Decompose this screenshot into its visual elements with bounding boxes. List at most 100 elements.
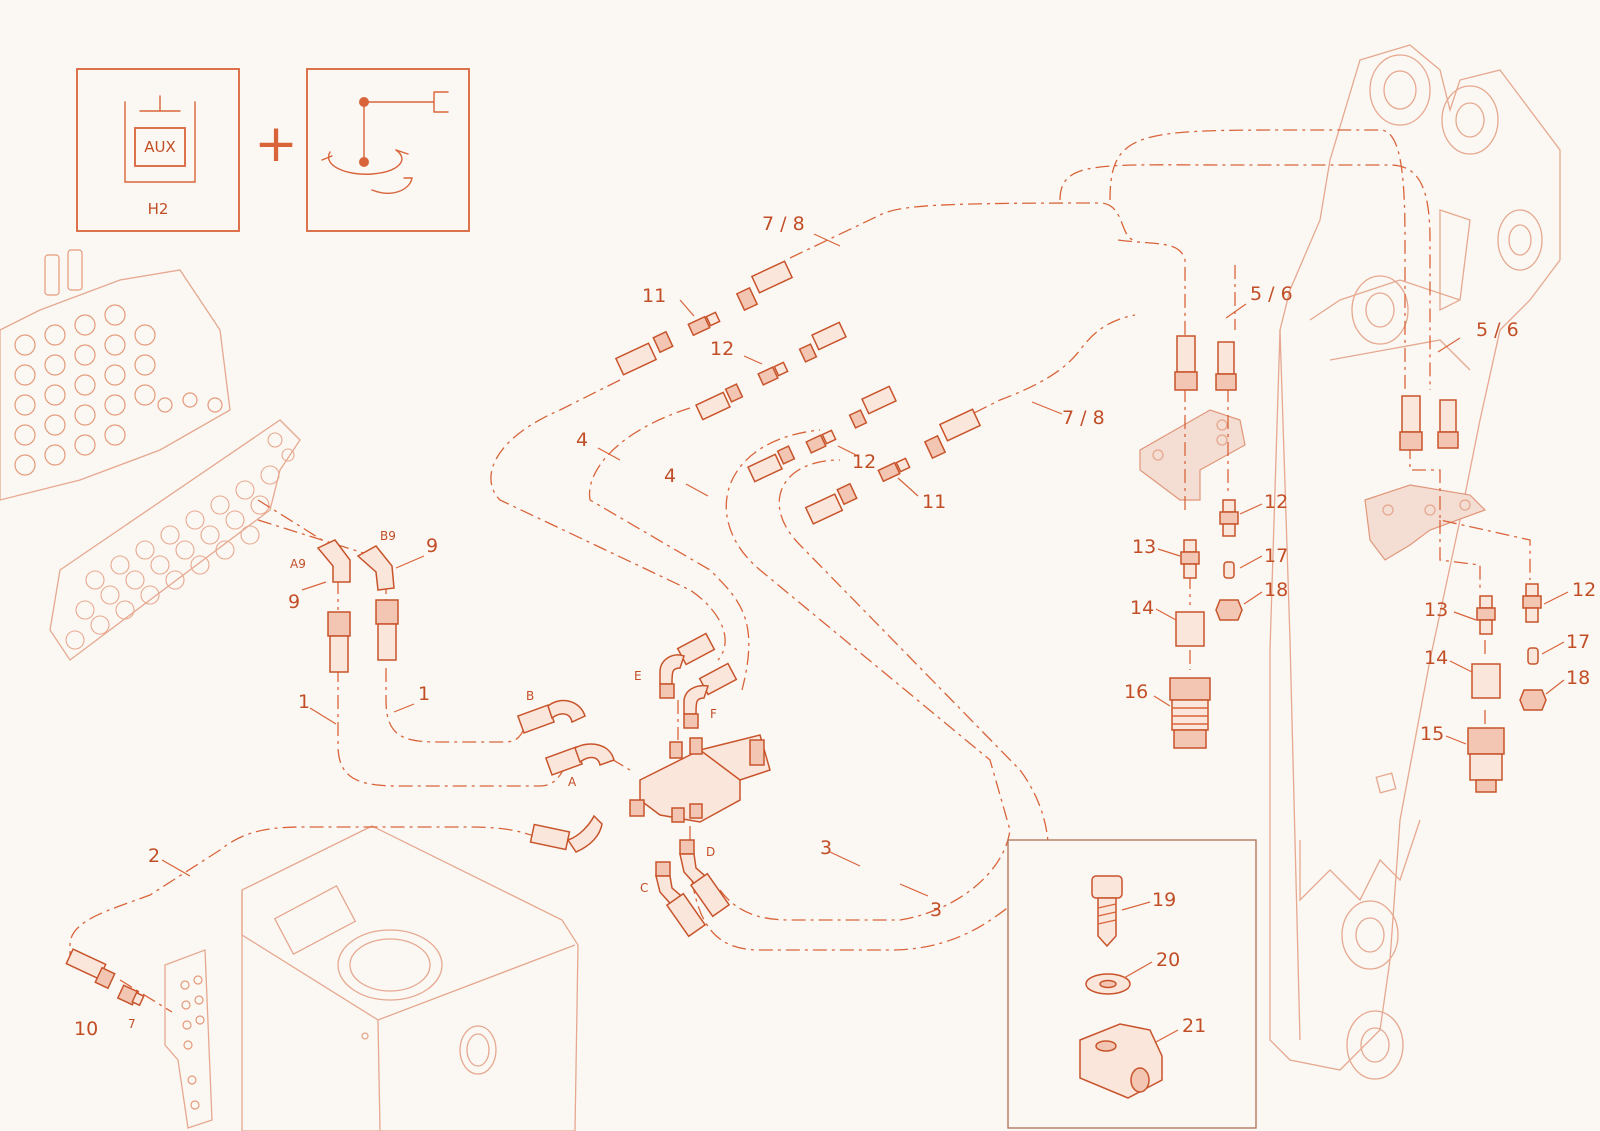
circuit-h2-label: H2 xyxy=(148,200,169,218)
callout-78-upper: 7 / 8 xyxy=(762,213,805,235)
hose-end-2-tank xyxy=(65,948,116,990)
nut-14-left-station xyxy=(1175,611,1205,647)
quick-coupler-15 xyxy=(1467,727,1505,793)
port-a-label: A xyxy=(568,775,577,789)
port-b-label: B xyxy=(526,689,534,703)
callout-11-lower: 11 xyxy=(922,491,946,513)
washer-20 xyxy=(1085,973,1131,995)
callout-14-right-station: 14 xyxy=(1424,647,1448,669)
hose-end-2-valve xyxy=(529,814,603,853)
leader-lines xyxy=(161,233,1569,1043)
hose-end-56-right-a xyxy=(1399,395,1423,451)
hose-end-d xyxy=(679,839,731,918)
clamp-21 xyxy=(1079,1023,1163,1099)
callout-17-right-station: 17 xyxy=(1566,631,1590,653)
adapter-13-left-station xyxy=(1180,539,1200,579)
callout-16: 16 xyxy=(1124,681,1148,703)
adapter-11-a xyxy=(687,311,721,337)
callout-14-left-station: 14 xyxy=(1130,597,1154,619)
control-valve-block xyxy=(0,249,231,501)
callout-2: 2 xyxy=(148,845,160,867)
callout-12-right-station: 12 xyxy=(1572,579,1596,601)
hose-end-78-a xyxy=(735,260,794,312)
hose-end-e xyxy=(659,632,716,699)
hose-end-56-left-a xyxy=(1174,335,1198,391)
plug-17-left-station xyxy=(1223,561,1235,579)
elbow-fitting-9-b xyxy=(356,545,395,591)
valve-gasket-plate xyxy=(49,419,301,661)
callout-19: 19 xyxy=(1152,889,1176,911)
callout-9-right: 9 xyxy=(426,535,438,557)
callout-13-left-station: 13 xyxy=(1132,536,1156,558)
port-b9-label: B9 xyxy=(380,529,396,543)
adapter-10 xyxy=(116,984,145,1007)
adapter-12-a xyxy=(757,361,789,386)
detail-inset-box xyxy=(1007,839,1257,1129)
callout-78-lower: 7 / 8 xyxy=(1062,407,1105,429)
callout-10: 10 xyxy=(74,1018,98,1040)
callout-12-upper: 12 xyxy=(710,338,734,360)
port-labels: A9 B9 A B C D E F xyxy=(290,529,717,895)
adapter-11-b xyxy=(877,457,911,483)
hose-end-56-left-b xyxy=(1215,341,1237,391)
callout-17-left-station: 17 xyxy=(1264,545,1288,567)
hose-end-3-a xyxy=(747,445,796,483)
hose-end-f xyxy=(683,662,738,729)
hose-end-78-b xyxy=(923,408,982,460)
aux-label: AUX xyxy=(144,138,176,156)
callout-20: 20 xyxy=(1156,949,1180,971)
port-f-label: F xyxy=(710,707,717,721)
dipper-arm xyxy=(1269,44,1561,1080)
plus-sign: + xyxy=(254,114,298,174)
hose-end-4-b xyxy=(695,383,744,421)
hose-end-56-right-b xyxy=(1437,399,1459,449)
bolt-19 xyxy=(1091,875,1123,948)
cap-18-left-station xyxy=(1215,599,1243,621)
aux-circuit-icon-box: AUX H2 xyxy=(76,68,240,232)
adapter-13-right-station xyxy=(1476,595,1496,635)
callout-21: 21 xyxy=(1182,1015,1206,1037)
callout-15: 15 xyxy=(1420,723,1444,745)
callout-56-right: 5 / 6 xyxy=(1476,319,1519,341)
hose-end-b xyxy=(516,699,586,734)
hose-end-3-b xyxy=(848,385,897,429)
rotation-function-icon-box xyxy=(306,68,470,232)
callout-18-right-station: 18 xyxy=(1566,667,1590,689)
hose-end-a xyxy=(544,743,615,776)
mounting-bracket xyxy=(164,949,213,1129)
callout-3-lower: 3 xyxy=(930,899,942,921)
hose-end-4-c xyxy=(798,321,847,363)
adapter-12-b xyxy=(805,429,837,454)
hose-clamp-plate-right xyxy=(1364,484,1487,561)
callout-4-lower: 4 xyxy=(664,465,676,487)
adapter-12-left-station xyxy=(1219,499,1239,537)
hose-end-c xyxy=(655,861,707,938)
callout-13-right-station: 13 xyxy=(1424,599,1448,621)
adapter-12-right-station xyxy=(1522,583,1542,623)
hose-clamp-plate-left xyxy=(1139,409,1246,501)
callout-3-upper: 3 xyxy=(820,837,832,859)
port-c-label: C xyxy=(640,881,648,895)
nut-14-right-station xyxy=(1471,663,1501,699)
callout-12-left-station: 12 xyxy=(1264,491,1288,513)
callout-56-left: 5 / 6 xyxy=(1250,283,1293,305)
callout-12-middle: 12 xyxy=(852,451,876,473)
cap-18-right-station xyxy=(1519,689,1547,711)
quick-coupler-16 xyxy=(1169,677,1211,749)
callout-11-upper: 11 xyxy=(642,285,666,307)
port-d-label: D xyxy=(706,845,715,859)
selector-valve xyxy=(629,734,771,823)
callout-7-small: 7 xyxy=(128,1017,136,1031)
hose-end-1-a xyxy=(327,611,351,673)
port-e-label: E xyxy=(634,669,642,683)
callout-18-left-station: 18 xyxy=(1264,579,1288,601)
callout-9-left: 9 xyxy=(288,591,300,613)
port-a9-label: A9 xyxy=(290,557,306,571)
plug-17-right-station xyxy=(1527,647,1539,665)
hose-end-4-a xyxy=(614,330,674,376)
callout-4-upper: 4 xyxy=(576,429,588,451)
hose-end-3-c xyxy=(804,482,858,525)
callout-labels: 1 1 2 3 3 4 4 9 9 10 7 11 11 12 12 12 12… xyxy=(74,213,1596,1040)
hydraulic-tank xyxy=(241,825,579,1131)
